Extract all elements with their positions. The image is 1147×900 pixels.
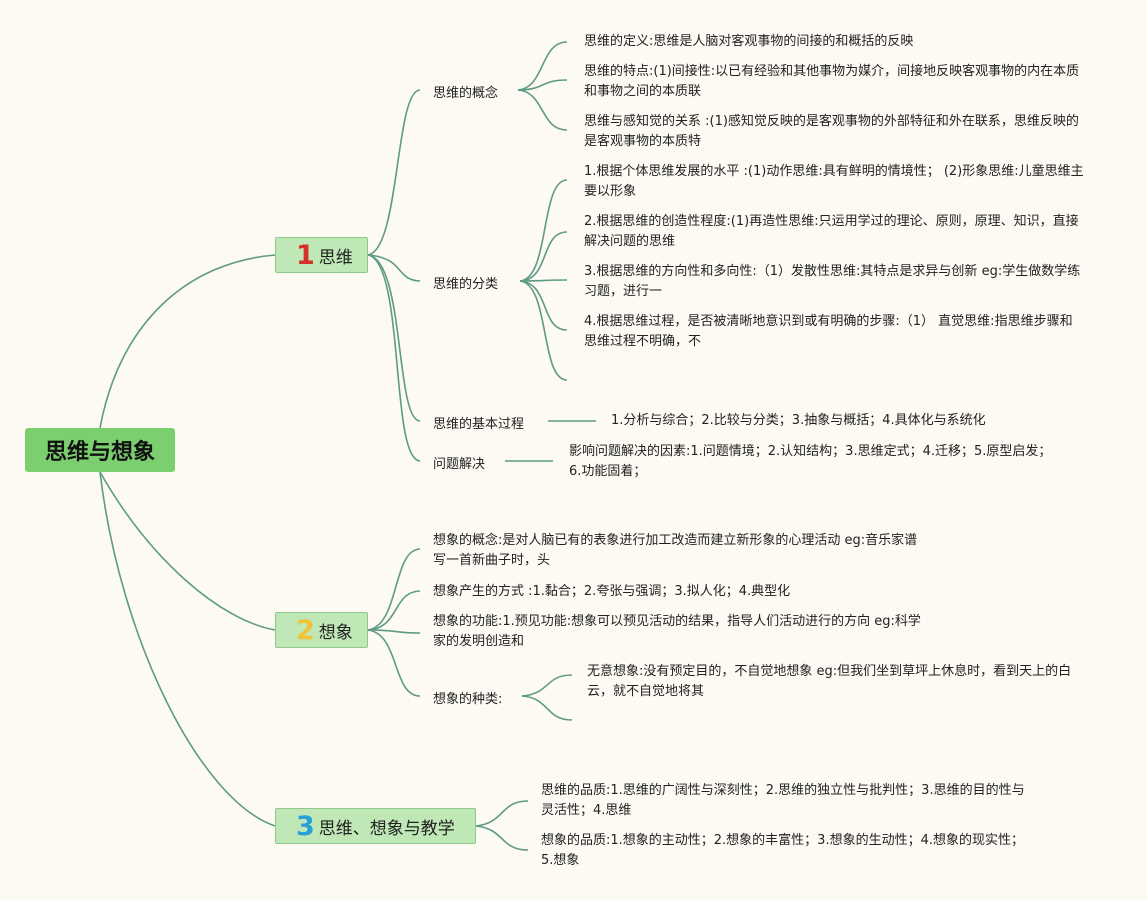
leaf-node[interactable]: 思维的特点:(1)间接性:以已有经验和其他事物为媒介，间接地反映客观事物的内在本… (584, 64, 1080, 99)
subtopic-thinking-quality[interactable]: 思维的品质:1.思维的广阔性与深刻性；2.思维的独立性与批判性；3.思维的目的性… (541, 783, 1025, 818)
subtopic-thinking-process[interactable]: 思维的基本过程 (433, 417, 525, 432)
subtopic-thinking-classification[interactable]: 思维的分类 (433, 277, 499, 292)
leaf-node[interactable]: 思维的定义:思维是人脑对客观事物的间接的和概括的反映 (584, 34, 914, 49)
subtopic-thinking-concept[interactable]: 思维的概念 (433, 86, 499, 101)
branch-number-1: 1 (296, 239, 315, 271)
branch-number-2: 2 (296, 614, 315, 646)
leaf-node[interactable]: 无意想象:没有预定目的，不自觉地想象 eg:但我们坐到草坪上休息时，看到天上的白… (587, 664, 1072, 699)
subtopic-imagination-function[interactable]: 想象的功能:1.预见功能:想象可以预见活动的结果，指导人们活动进行的方向 eg:… (433, 614, 921, 649)
subtopic-imagination-methods[interactable]: 想象产生的方式 :1.黏合；2.夸张与强调；3.拟人化；4.典型化 (433, 584, 791, 599)
root-node[interactable]: 思维与想象 (25, 428, 175, 472)
subtopic-imagination-quality[interactable]: 想象的品质:1.想象的主动性；2.想象的丰富性；3.想象的生动性；4.想象的现实… (541, 833, 1024, 868)
leaf-node[interactable]: 影响问题解决的因素:1.问题情境；2.认知结构；3.思维定式；4.迁移；5.原型… (569, 444, 1052, 479)
leaf-node[interactable]: 思维与感知觉的关系 :(1)感知觉反映的是客观事物的外部特征和外在联系，思维反映… (584, 114, 1079, 149)
branch-label: 想象 (318, 622, 353, 643)
subtopic-imagination-concept[interactable]: 想象的概念:是对人脑已有的表象进行加工改造而建立新形象的心理活动 eg:音乐家谱… (433, 533, 918, 568)
leaf-node[interactable]: 2.根据思维的创造性程度:(1)再造性思维:只运用学过的理论、原则，原理、知识，… (584, 214, 1079, 249)
leaf-node[interactable]: 1.根据个体思维发展的水平 :(1)动作思维:具有鲜明的情境性； (2)形象思维… (584, 164, 1084, 199)
subtopic-imagination-types[interactable]: 想象的种类: (433, 692, 503, 707)
leaf-node[interactable]: 4.根据思维过程，是否被清晰地意识到或有明确的步骤:（1） 直觉思维:指思维步骤… (584, 314, 1073, 349)
leaf-node[interactable]: 3.根据思维的方向性和多向性:（1）发散性思维:其特点是求异与创新 eg:学生做… (584, 264, 1081, 299)
branch-label: 思维 (318, 247, 353, 268)
branch-number-3: 3 (296, 810, 315, 842)
branch-label: 思维、想象与教学 (318, 818, 455, 839)
subtopic-problem-solving[interactable]: 问题解决 (433, 457, 486, 472)
root-label: 思维与想象 (44, 440, 155, 465)
branch-node-imagination[interactable]: 2 想象 (275, 612, 368, 648)
branch-node-thinking[interactable]: 1 思维 (275, 237, 368, 273)
branch-node-teaching[interactable]: 3 思维、想象与教学 (275, 808, 476, 844)
leaf-node[interactable]: 1.分析与综合；2.比较与分类；3.抽象与概括；4.具体化与系统化 (611, 413, 986, 428)
